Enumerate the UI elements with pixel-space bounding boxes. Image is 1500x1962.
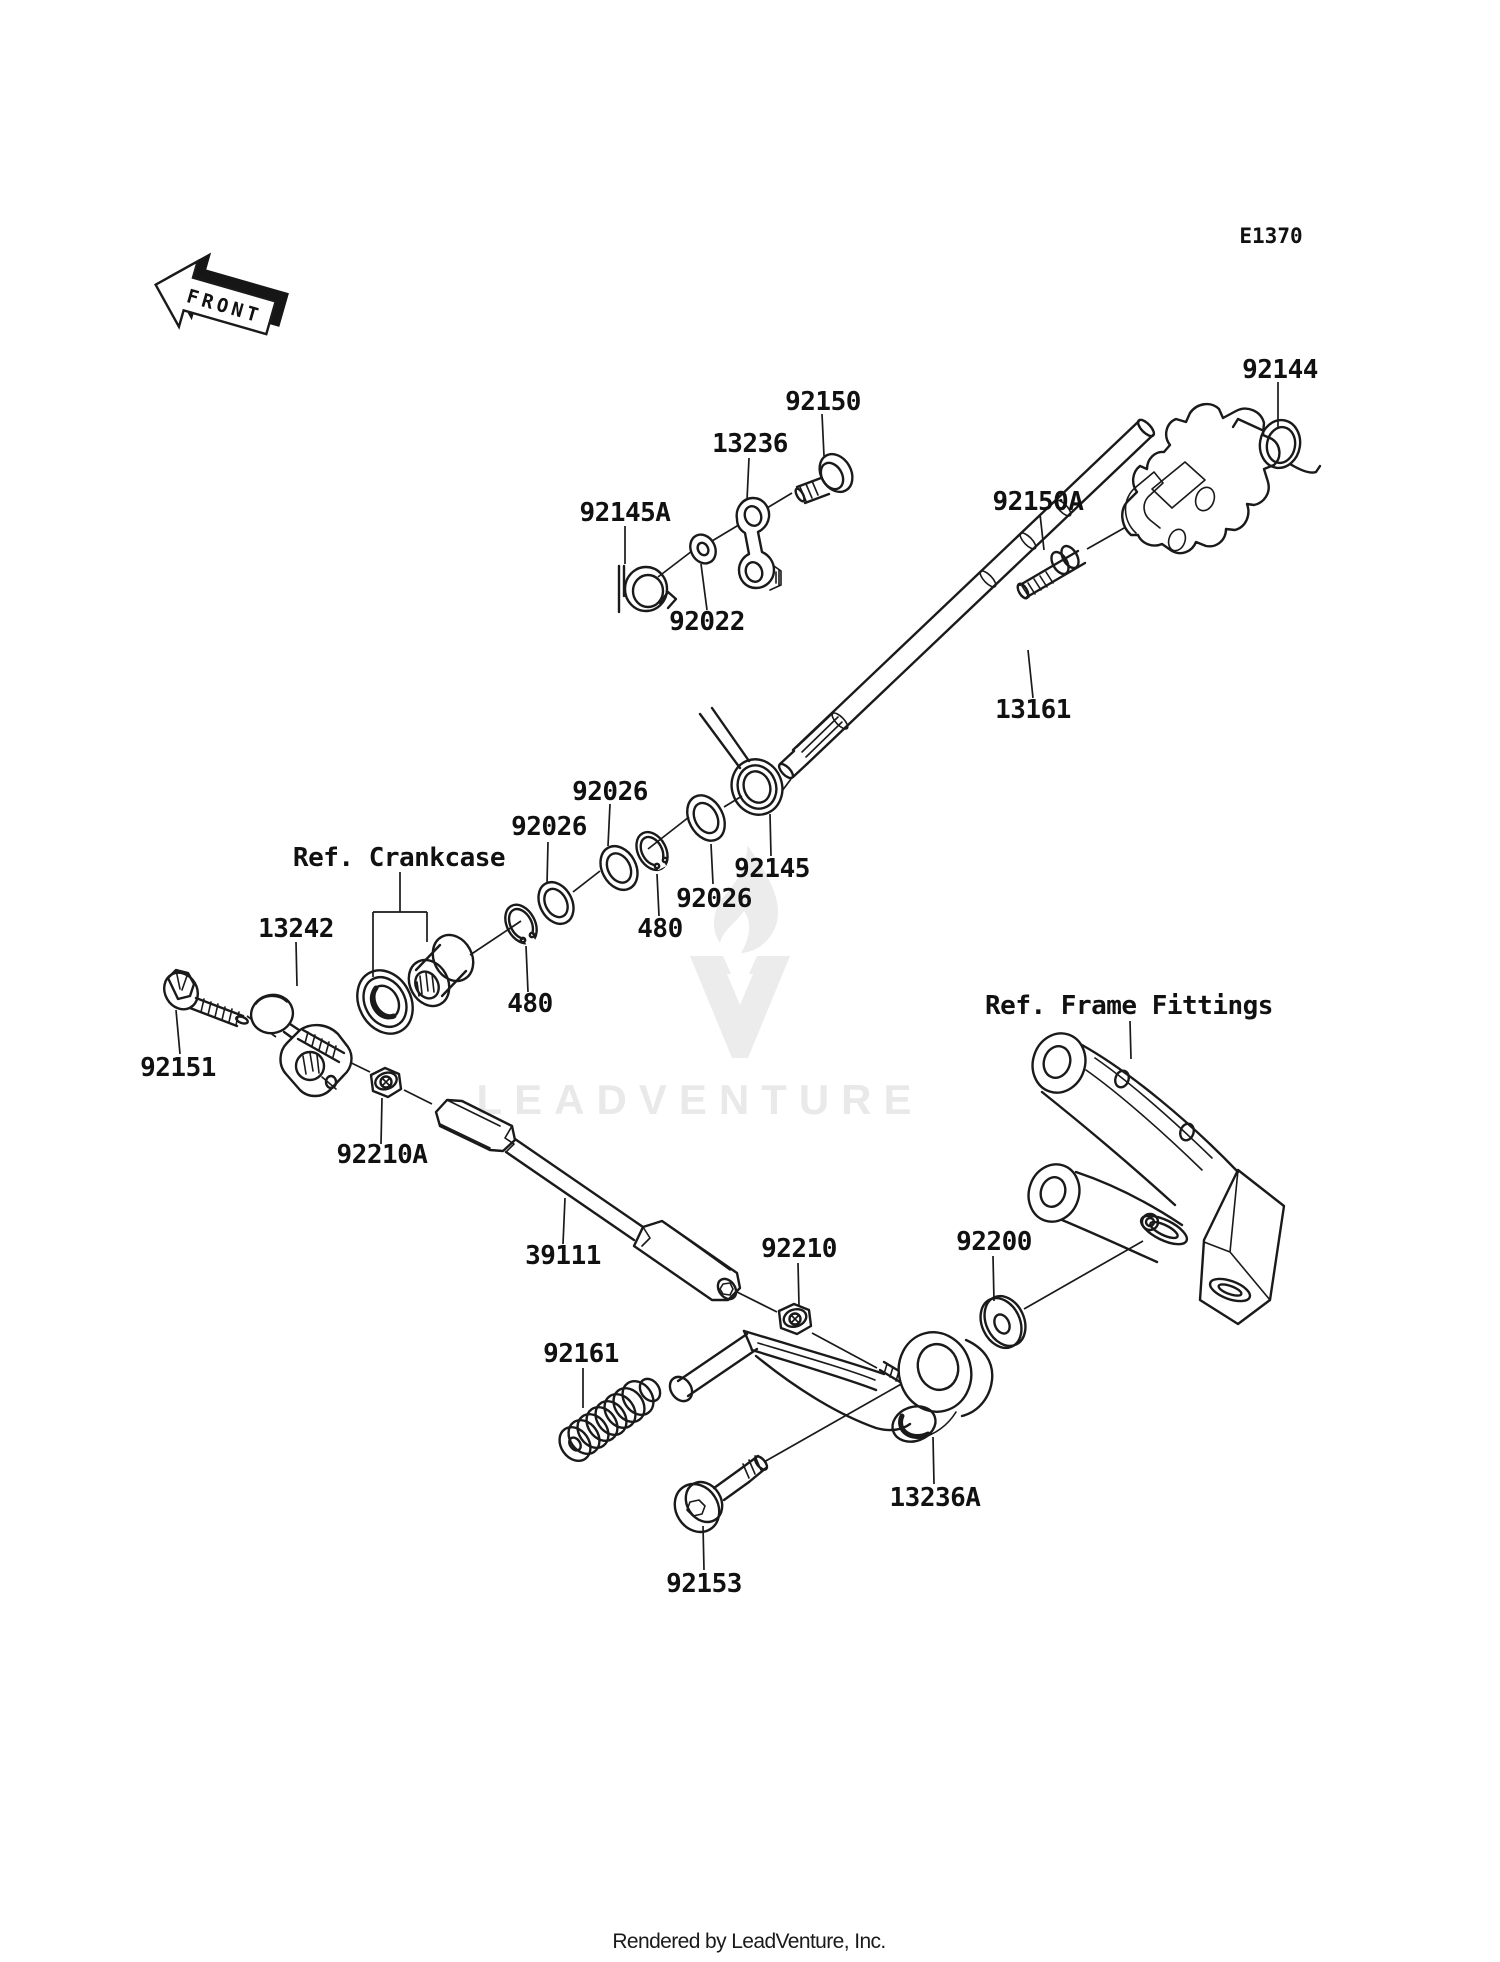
snap-ring-480-left-drawing [504, 903, 538, 947]
needle-bearing-drawing [407, 933, 475, 1008]
part-label-39111: 39111 [525, 1241, 601, 1271]
stud-bolt-92150a-drawing [1016, 544, 1087, 600]
part-label-480-left: 480 [507, 989, 552, 1019]
shift-arm-13242-drawing [249, 993, 353, 1098]
washer-92200-drawing [979, 1294, 1027, 1350]
bolt-92151-drawing [162, 968, 249, 1028]
watermark-text: LEADVENTURE [476, 1076, 923, 1123]
part-label-92210: 92210 [761, 1234, 837, 1264]
shift-shaft-13161-drawing [777, 418, 1156, 780]
washer-92022-drawing [689, 533, 717, 565]
footer-credit: Rendered by LeadVenture, Inc. [612, 1930, 885, 1953]
nut-92210a-drawing [369, 1066, 403, 1099]
watermark-flame-icon [713, 845, 779, 953]
lever-13236-drawing [735, 496, 782, 591]
part-label-92210a: 92210A [337, 1140, 429, 1170]
watermark-v-icon [690, 956, 790, 1058]
spring-92145-drawing [698, 706, 784, 816]
part-label-92145: 92145 [734, 854, 810, 884]
circlip-480-right-drawing [635, 830, 669, 872]
pedal-rubber-92161-drawing [558, 1377, 662, 1462]
gear-pedal-drawing [668, 1329, 994, 1443]
part-label-13236: 13236 [712, 429, 788, 459]
bolt-92153-drawing [673, 1454, 769, 1534]
part-label-92144: 92144 [1242, 355, 1318, 385]
nut-92210-drawing [777, 1302, 813, 1336]
part-label-92022: 92022 [669, 607, 745, 637]
part-label-480-right: 480 [637, 914, 682, 944]
leadventure-watermark: LEADVENTURE [476, 845, 923, 1123]
leader-lines [175, 382, 1279, 1571]
part-label-92153: 92153 [666, 1569, 742, 1599]
part-label-92151: 92151 [140, 1053, 216, 1083]
part-label-92161: 92161 [543, 1339, 619, 1369]
shift-rod-39111-drawing [434, 1098, 742, 1302]
washer-92026-c-drawing [686, 794, 726, 842]
bolt-92150-drawing [794, 452, 854, 505]
frame-fitting-bracket-drawing [1027, 1032, 1286, 1326]
part-label-92026-right: 92026 [676, 884, 752, 914]
part-label-13161: 13161 [995, 695, 1071, 725]
front-direction-marker: FRONT [153, 252, 289, 336]
washer-92026-a-drawing [537, 880, 575, 926]
labels: E1370 92144 92150 13236 92145A 92022 921… [140, 224, 1318, 1599]
part-label-13236a: 13236A [890, 1483, 982, 1513]
front-arrow-face [153, 258, 278, 336]
ref-frame-fittings-label: Ref. Frame Fittings [985, 991, 1273, 1021]
shift-ratchet-plate-drawing [1121, 402, 1281, 555]
part-label-92145a: 92145A [580, 498, 672, 528]
spring-92145a-drawing [617, 564, 678, 614]
part-label-92026-left: 92026 [511, 812, 587, 842]
watermark-v-notch [727, 974, 753, 1005]
part-label-13242: 13242 [258, 914, 334, 944]
part-label-92026-mid: 92026 [572, 777, 648, 807]
washer-92026-b-drawing [599, 844, 639, 892]
part-label-92200: 92200 [956, 1227, 1032, 1257]
spring-92144-drawing [1231, 417, 1322, 474]
diagram-code-label: E1370 [1239, 224, 1302, 248]
ref-crankcase-label: Ref. Crankcase [293, 843, 505, 873]
part-label-92150a: 92150A [993, 487, 1085, 517]
oil-seal-drawing [356, 969, 414, 1035]
part-label-92150: 92150 [785, 387, 861, 417]
